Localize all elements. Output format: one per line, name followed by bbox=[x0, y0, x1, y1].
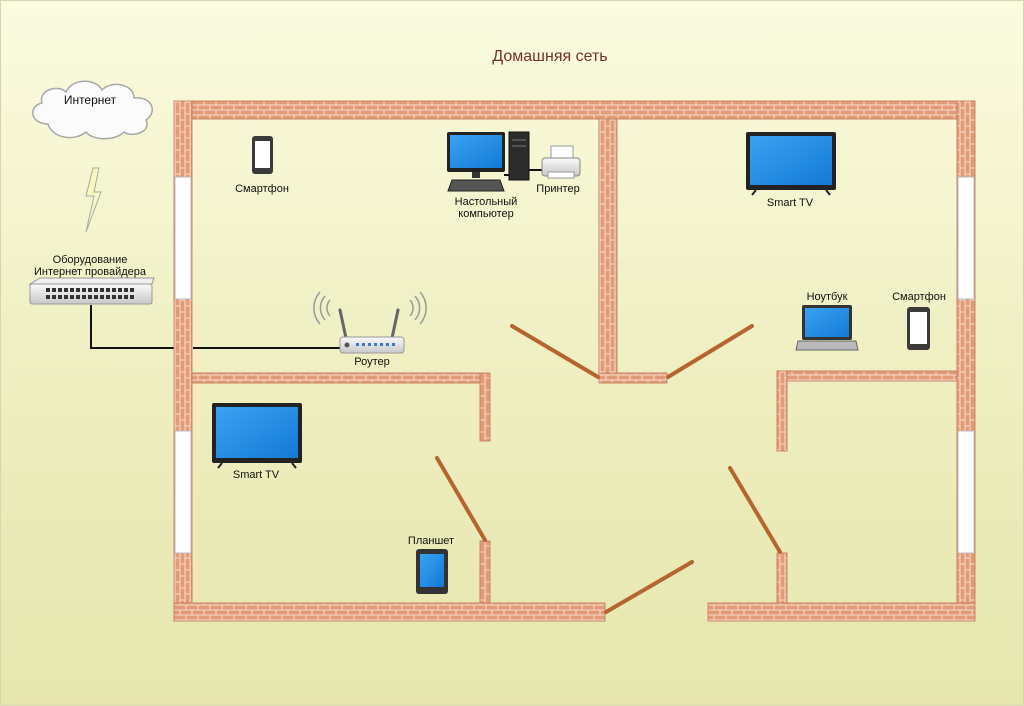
smartphone-icon-right bbox=[907, 307, 930, 350]
tablet-label: Планшет bbox=[407, 535, 455, 547]
printer-icon bbox=[541, 145, 581, 179]
laptop-icon bbox=[795, 305, 859, 351]
lightning-icon bbox=[85, 167, 102, 233]
doors bbox=[435, 324, 782, 614]
smart-tv-left-label: Smart TV bbox=[232, 469, 280, 481]
diagram-title: Домашняя сеть bbox=[492, 48, 608, 65]
desktop-computer-icon bbox=[447, 131, 530, 192]
smart-tv-icon-right bbox=[746, 132, 836, 196]
smartphone-left-label: Смартфон bbox=[235, 183, 289, 195]
laptop-label: Ноутбук bbox=[806, 291, 848, 303]
windows bbox=[174, 176, 975, 554]
router-label: Роутер bbox=[354, 356, 390, 368]
smartphone-right-label: Смартфон bbox=[892, 291, 946, 303]
isp-switch-icon bbox=[28, 277, 155, 305]
isp-label-line2: Интернет провайдера bbox=[34, 266, 146, 278]
isp-label: Оборудование Интернет провайдера bbox=[20, 254, 160, 278]
smartphone-icon-left bbox=[252, 136, 273, 174]
smart-tv-right-label: Smart TV bbox=[766, 197, 814, 209]
desktop-label-line1: Настольный bbox=[454, 196, 518, 208]
desktop-label-line2: компьютер bbox=[458, 208, 514, 220]
internet-label: Интернет bbox=[63, 93, 117, 107]
smart-tv-icon-left bbox=[212, 403, 302, 469]
tablet-icon bbox=[416, 549, 448, 594]
desktop-label: Настольный компьютер bbox=[446, 196, 526, 220]
router-icon bbox=[313, 291, 427, 354]
cable-lines bbox=[90, 169, 542, 349]
internet-cloud-icon bbox=[32, 80, 153, 140]
isp-label-line1: Оборудование bbox=[52, 254, 128, 266]
printer-label: Принтер bbox=[536, 183, 580, 195]
